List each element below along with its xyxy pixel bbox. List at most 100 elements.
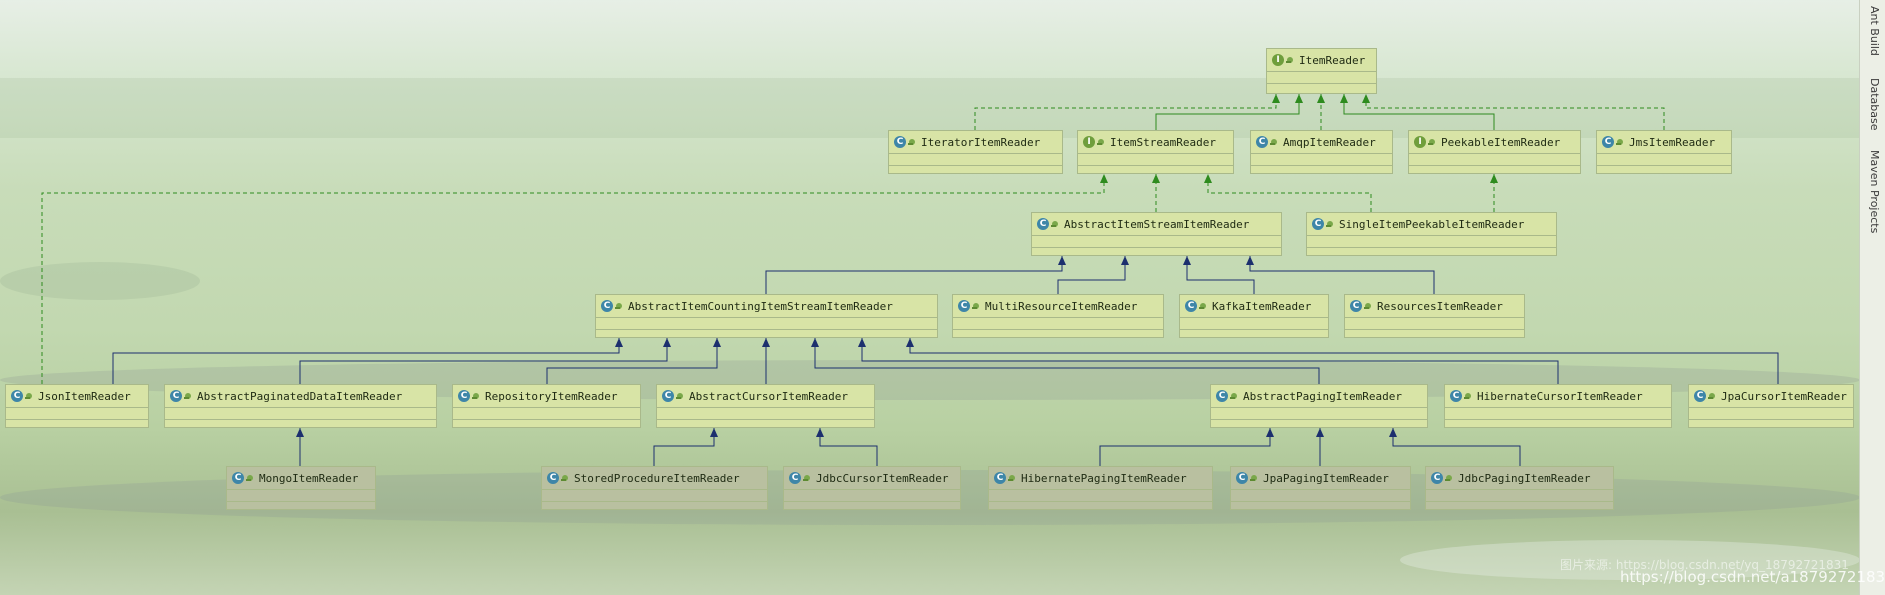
class-icon: C bbox=[547, 472, 559, 484]
edge-arrowhead bbox=[1317, 94, 1325, 103]
watermark: https://blog.csdn.net/a18792721831 bbox=[1620, 568, 1885, 586]
public-visibility-icon bbox=[972, 302, 979, 310]
class-icon: C bbox=[1694, 390, 1706, 402]
class-icon: C bbox=[11, 390, 23, 402]
public-visibility-icon bbox=[472, 392, 479, 400]
edge-extends bbox=[1392, 428, 1521, 466]
fields-divider bbox=[889, 153, 1062, 155]
edge-extends bbox=[299, 338, 668, 384]
edge-arrowhead bbox=[713, 338, 721, 347]
node-label: JdbcPagingItemReader bbox=[1458, 471, 1591, 485]
public-visibility-icon bbox=[1464, 392, 1471, 400]
node-label: JpaCursorItemReader bbox=[1721, 389, 1847, 403]
fields-divider bbox=[6, 407, 148, 409]
edge-arrowhead bbox=[296, 428, 304, 437]
edge-arrowhead bbox=[1058, 256, 1066, 265]
public-visibility-icon bbox=[1286, 56, 1293, 64]
class-icon: C bbox=[1350, 300, 1362, 312]
methods-divider bbox=[1345, 329, 1524, 330]
class-icon: C bbox=[1602, 136, 1614, 148]
methods-divider bbox=[1409, 165, 1580, 166]
fields-divider bbox=[784, 489, 960, 491]
methods-divider bbox=[1211, 419, 1427, 420]
edge-extends bbox=[1249, 256, 1435, 294]
node-label: PeekableItemReader bbox=[1441, 135, 1561, 149]
methods-divider bbox=[1445, 419, 1671, 420]
node-label: ItemStreamReader bbox=[1110, 135, 1216, 149]
n-peekable-node[interactable]: I PeekableItemReader bbox=[1408, 130, 1581, 174]
public-visibility-icon bbox=[1428, 138, 1435, 146]
node-label: RepositoryItemReader bbox=[485, 389, 618, 403]
n-jpa-cursor-node[interactable]: C JpaCursorItemReader bbox=[1688, 384, 1854, 428]
public-visibility-icon bbox=[1708, 392, 1715, 400]
public-visibility-icon bbox=[25, 392, 32, 400]
fields-divider bbox=[1345, 317, 1524, 319]
methods-divider bbox=[1307, 247, 1556, 248]
edge-arrowhead bbox=[1362, 94, 1370, 103]
node-label: MultiResourceItemReader bbox=[985, 299, 1138, 313]
class-icon: C bbox=[1236, 472, 1248, 484]
edge-extends bbox=[653, 428, 715, 466]
node-label: AmqpItemReader bbox=[1283, 135, 1376, 149]
node-label: AbstractItemCountingItemStreamItemReader bbox=[628, 299, 893, 313]
tab-maven-projects[interactable]: Maven Projects bbox=[1868, 150, 1881, 234]
node-label: AbstractPaginatedDataItemReader bbox=[197, 389, 403, 403]
n-jms-node[interactable]: C JmsItemReader bbox=[1596, 130, 1732, 174]
edge-arrowhead bbox=[1316, 428, 1324, 437]
public-visibility-icon bbox=[1199, 302, 1206, 310]
public-visibility-icon bbox=[803, 474, 810, 482]
fields-divider bbox=[1445, 407, 1671, 409]
class-icon: C bbox=[958, 300, 970, 312]
node-label: KafkaItemReader bbox=[1212, 299, 1312, 313]
fields-divider bbox=[953, 317, 1163, 319]
tab-database[interactable]: Database bbox=[1868, 78, 1881, 131]
edge-arrowhead bbox=[1204, 174, 1212, 183]
public-visibility-icon bbox=[1270, 138, 1277, 146]
n-multi-node[interactable]: C MultiResourceItemReader bbox=[952, 294, 1164, 338]
methods-divider bbox=[596, 329, 937, 330]
node-label: JmsItemReader bbox=[1629, 135, 1716, 149]
class-icon: C bbox=[1037, 218, 1049, 230]
interface-icon: I bbox=[1272, 54, 1284, 66]
fields-divider bbox=[165, 407, 436, 409]
edge-arrowhead bbox=[816, 428, 824, 437]
fields-divider bbox=[1231, 489, 1410, 491]
edge-arrowhead bbox=[1100, 174, 1108, 183]
public-visibility-icon bbox=[561, 474, 568, 482]
tab-ant-build[interactable]: Ant Build bbox=[1868, 6, 1881, 56]
edge-arrowhead bbox=[762, 338, 770, 347]
interface-icon: I bbox=[1414, 136, 1426, 148]
public-visibility-icon bbox=[1008, 474, 1015, 482]
edge-implements bbox=[1365, 94, 1665, 130]
fields-divider bbox=[1409, 153, 1580, 155]
